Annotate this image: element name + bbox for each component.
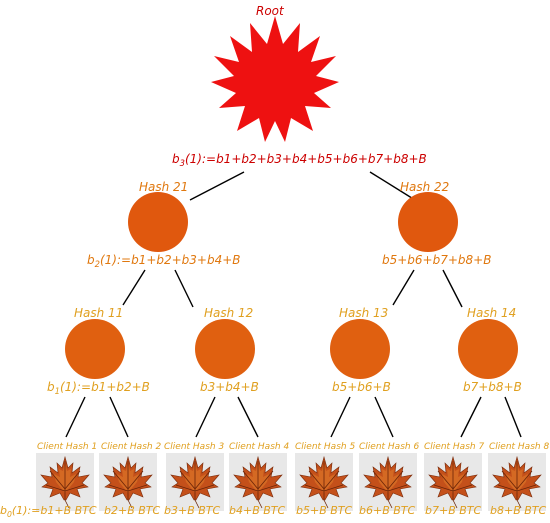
- hash22-formula: b5+b6+b7+b8+B: [382, 253, 492, 267]
- root-formula: b3(1):=b1+b2+b3+b4+b5+b6+b7+b8+B: [172, 152, 427, 168]
- hash12-formula: b3+b4+B: [200, 380, 259, 394]
- hash13-node: [330, 319, 390, 379]
- client-hash-4-formula: b4+B BTC: [229, 504, 286, 517]
- client-hash-4-title: Client Hash 4: [229, 442, 290, 452]
- edge-hash13-client6: [374, 396, 394, 438]
- client-hash-3-formula: b3+B BTC: [164, 504, 221, 517]
- edge-hash14-client8: [504, 396, 522, 438]
- edge-hash11-client2: [109, 396, 129, 438]
- client-hash-1-formula: b0(1):=b1+B BTC: [0, 504, 97, 519]
- client-hash-6-formula: b6+B BTC: [359, 504, 416, 517]
- hash12-title: Hash 12: [204, 306, 254, 320]
- maple-leaf-icon: [299, 455, 349, 509]
- hash14-formula: b7+b8+B: [463, 380, 522, 394]
- client-hash-8-title: Client Hash 8: [489, 442, 550, 452]
- edge-hash13-client5: [330, 396, 351, 438]
- client-hash-1-title: Client Hash 1: [37, 442, 98, 452]
- client-hash-6-leaf: [359, 453, 417, 511]
- maple-leaf-icon: [492, 455, 542, 509]
- edge-hash12-client4: [237, 396, 259, 438]
- hash11-node: [65, 319, 125, 379]
- maple-leaf-icon: [103, 455, 153, 509]
- maple-leaf-icon: [428, 455, 478, 509]
- client-hash-8-leaf: [488, 453, 546, 511]
- hash14-title: Hash 14: [467, 306, 517, 320]
- client-hash-5-title: Client Hash 5: [295, 442, 356, 452]
- client-hash-7-leaf: [424, 453, 482, 511]
- edge-hash21-hash12: [174, 269, 194, 308]
- client-hash-2-title: Client Hash 2: [101, 442, 162, 452]
- hash11-formula: b1(1):=b1+b2+B: [47, 380, 150, 396]
- hash22-node: [398, 192, 458, 252]
- edge-hash11-client1: [65, 396, 86, 438]
- hash11-title: Hash 11: [74, 306, 124, 320]
- hash22-title: Hash 22: [400, 180, 450, 194]
- client-hash-5-formula: b5+B BTC: [296, 504, 353, 517]
- maple-leaf-icon: [363, 455, 413, 509]
- hash13-title: Hash 13: [339, 306, 389, 320]
- client-hash-3-leaf: [166, 453, 224, 511]
- hash21-formula: b2(1):=b1+b2+b3+b4+B: [87, 253, 241, 269]
- hash21-title: Hash 21: [139, 180, 189, 194]
- hash14-node: [458, 319, 518, 379]
- edge-hash22-hash14: [442, 269, 463, 308]
- client-hash-8-formula: b8+B BTC: [490, 504, 547, 517]
- root-star-icon: [211, 16, 339, 142]
- client-hash-6-title: Client Hash 6: [359, 442, 420, 452]
- client-hash-5-leaf: [295, 453, 353, 511]
- edge-root-hash22: [369, 171, 416, 201]
- maple-leaf-icon: [233, 455, 283, 509]
- hash13-formula: b5+b6+B: [332, 380, 391, 394]
- client-hash-4-leaf: [229, 453, 287, 511]
- edge-hash22-hash13: [392, 269, 415, 306]
- client-hash-2-formula: b2+B BTC: [104, 504, 161, 517]
- edge-hash12-client3: [195, 396, 216, 438]
- maple-leaf-icon: [40, 455, 90, 509]
- root-label: Root: [256, 4, 284, 18]
- client-hash-7-formula: b7+B BTC: [425, 504, 482, 517]
- edge-root-hash21: [189, 171, 245, 201]
- tree-edges: [65, 171, 522, 438]
- client-hash-2-leaf: [99, 453, 157, 511]
- hash12-node: [195, 319, 255, 379]
- client-hash-3-title: Client Hash 3: [164, 442, 225, 452]
- hash21-node: [128, 192, 188, 252]
- edge-hash21-hash11: [122, 269, 146, 306]
- edge-hash14-client7: [460, 396, 482, 438]
- client-hash-1-leaf: [36, 453, 94, 511]
- client-hash-7-title: Client Hash 7: [424, 442, 485, 452]
- maple-leaf-icon: [170, 455, 220, 509]
